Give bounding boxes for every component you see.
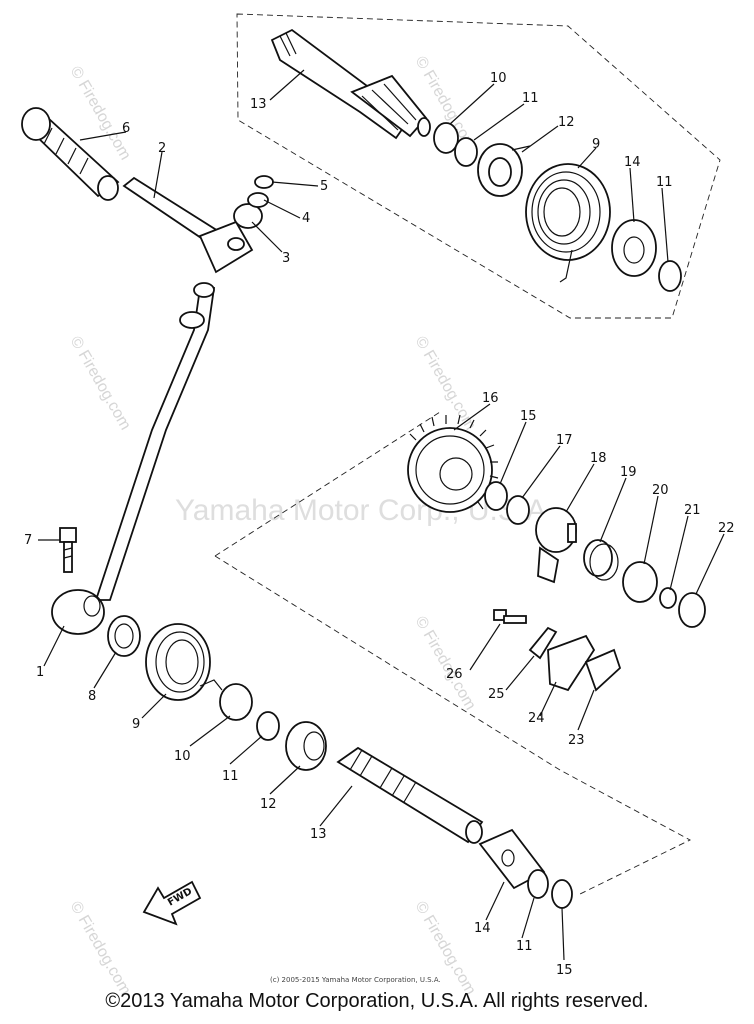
kick-shaft-upper xyxy=(270,28,431,140)
callout-10: 10 xyxy=(490,71,507,86)
forward-arrow-icon: FWD xyxy=(142,880,202,926)
callout-8: 8 xyxy=(88,689,96,704)
circlip-17 xyxy=(506,495,530,525)
lower-assembly-boundary xyxy=(214,555,691,896)
callout-14: 14 xyxy=(624,155,641,170)
callout-11: 11 xyxy=(522,91,539,106)
callout-24: 24 xyxy=(528,711,545,726)
callout-25: 25 xyxy=(488,687,505,702)
callout-11: 11 xyxy=(516,939,533,954)
callout-6: 6 xyxy=(122,121,130,136)
kick-spring-9-upper xyxy=(525,163,611,283)
site-watermark: © Firedog.com xyxy=(67,334,134,434)
callout-26: 26 xyxy=(446,667,463,682)
spring-guide-12-upper xyxy=(477,143,531,197)
ball-spring-3 xyxy=(233,203,263,229)
spring-4 xyxy=(247,192,269,208)
kick-lever-1 xyxy=(51,282,216,635)
callout-14: 14 xyxy=(474,921,491,936)
bolt-26 xyxy=(493,609,527,624)
spring-cover-14-upper xyxy=(611,219,657,277)
bolt-7 xyxy=(59,527,77,573)
callout-9: 9 xyxy=(132,717,140,732)
callout-17: 17 xyxy=(556,433,573,448)
callout-15: 15 xyxy=(556,963,573,978)
site-watermark: © Firedog.com xyxy=(67,899,134,999)
kick-grip-6 xyxy=(21,107,120,201)
site-watermark: © Firedog.com xyxy=(412,614,479,714)
stopper-plate-24 xyxy=(547,634,596,692)
callout-12: 12 xyxy=(260,797,277,812)
circlip-21 xyxy=(659,587,677,609)
circlip-11-lower-end xyxy=(527,869,549,899)
kick-spring-9-lower xyxy=(145,623,223,701)
callout-1: 1 xyxy=(36,665,44,680)
callout-13: 13 xyxy=(310,827,327,842)
washer-10-upper xyxy=(433,122,459,154)
callout-11: 11 xyxy=(656,175,673,190)
callout-22: 22 xyxy=(718,521,735,536)
callout-16: 16 xyxy=(482,391,499,406)
callout-10: 10 xyxy=(174,749,191,764)
washer-15-middle xyxy=(484,481,508,511)
callout-9: 9 xyxy=(592,137,600,152)
fine-print-copyright: (c) 2005-2015 Yamaha Motor Corporation, … xyxy=(270,976,441,984)
callout-20: 20 xyxy=(652,483,669,498)
circlip-11-upper xyxy=(454,137,478,167)
kick-gear-16 xyxy=(407,414,499,513)
callout-12: 12 xyxy=(558,115,575,130)
stopper-25 xyxy=(528,626,558,660)
callout-3: 3 xyxy=(282,251,290,266)
spring-19 xyxy=(583,539,619,581)
callout-5: 5 xyxy=(320,179,328,194)
washer-22 xyxy=(678,592,706,628)
circlip-11-upper-end xyxy=(658,260,682,292)
callout-numbers: 13 10 11 12 9 14 11 6 2 5 4 3 16 15 17 1… xyxy=(24,71,735,978)
callout-21: 21 xyxy=(684,503,701,518)
washer-15-lower xyxy=(551,879,573,909)
washer-10-lower xyxy=(219,683,253,721)
site-watermark: © Firedog.com xyxy=(412,334,479,434)
copyright-notice: ©2013 Yamaha Motor Corporation, U.S.A. A… xyxy=(105,990,649,1012)
kick-shaft-lower xyxy=(336,746,484,844)
callout-19: 19 xyxy=(620,465,637,480)
circlip-5 xyxy=(254,175,274,189)
upper-assembly-boundary xyxy=(236,13,721,319)
spring-guide-12-lower xyxy=(285,721,327,771)
guide-23 xyxy=(584,648,622,692)
callout-18: 18 xyxy=(590,451,607,466)
leader-lines xyxy=(38,69,725,961)
washer-20 xyxy=(622,561,658,603)
oil-seal-8 xyxy=(107,615,141,657)
kick-crank-arm-2 xyxy=(122,176,254,274)
middle-assembly-boundary xyxy=(214,411,441,557)
callout-23: 23 xyxy=(568,733,585,748)
callout-13: 13 xyxy=(250,97,267,112)
callout-7: 7 xyxy=(24,533,32,548)
callout-2: 2 xyxy=(158,141,166,156)
callout-11: 11 xyxy=(222,769,239,784)
callout-4: 4 xyxy=(302,211,310,226)
ratchet-18 xyxy=(535,507,577,584)
circlip-11-lower xyxy=(256,711,280,741)
callout-15: 15 xyxy=(520,409,537,424)
